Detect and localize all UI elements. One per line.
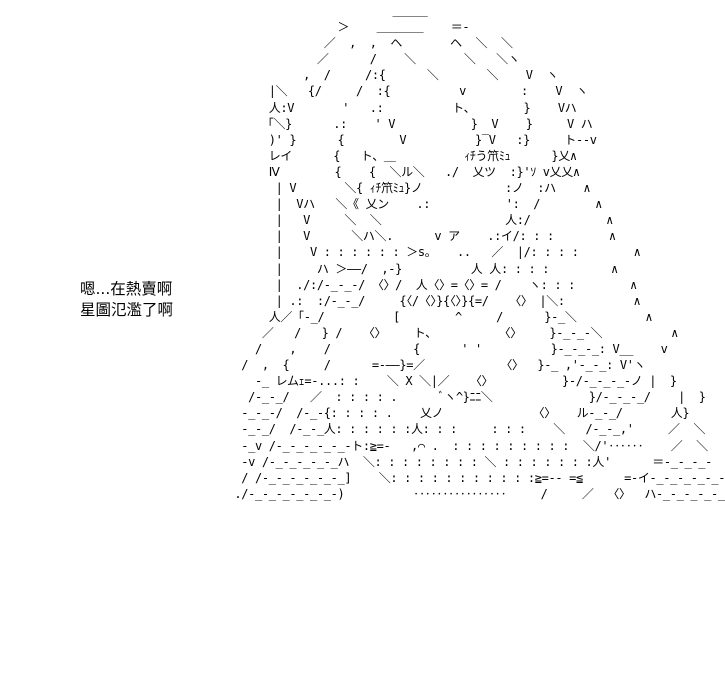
caption-line-2: 星圖氾濫了啊 [80, 301, 174, 319]
caption-line-1: 嗯...在熱賣啊 [80, 280, 173, 298]
speech-caption: 嗯...在熱賣啊 星圖氾濫了啊 [80, 279, 173, 321]
ascii-art-figure: ＿＿＿ ＞ ＿＿＿＿ ＝- ／ , , ヘ ヘ ＼ ＼ ／ / ＼ ＼ ＼ヽ ,… [234, 4, 725, 501]
